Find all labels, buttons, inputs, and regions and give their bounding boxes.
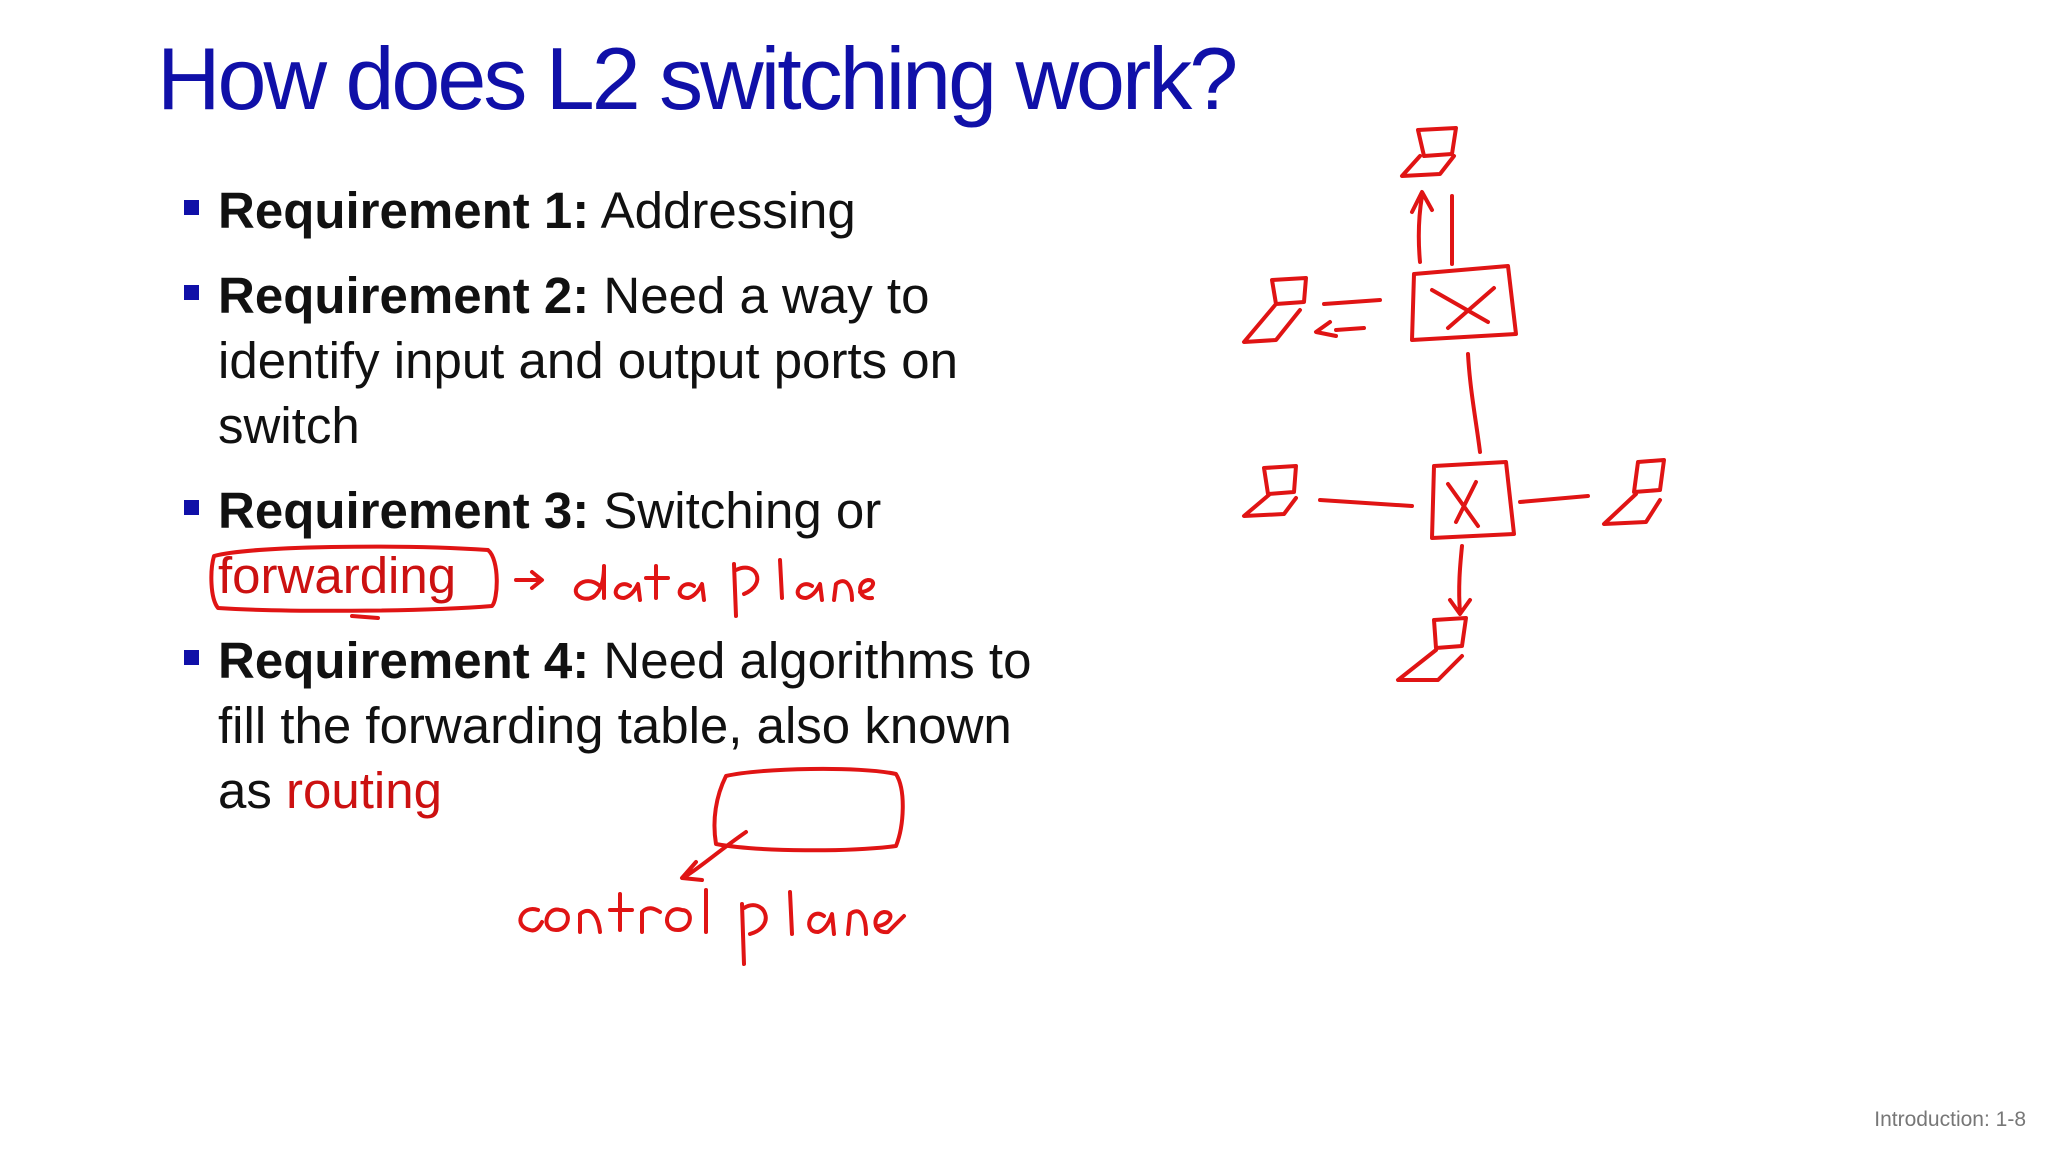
requirement-3: Requirement 3: Switching or forwarding [180,478,1040,608]
right-host [1602,458,1666,526]
top-switch [1410,264,1518,342]
requirement-1: Requirement 1: Addressing [180,178,1040,243]
requirement-text: Need a way to identify input and output … [218,267,959,454]
requirement-4: Requirement 4: Need algorithms to fill t… [180,628,1040,823]
left-host [1242,464,1298,518]
requirement-label: Requirement 4: [218,632,590,689]
top-host [1400,126,1458,178]
slide-footer: Introduction: 1-8 [1874,1108,2026,1131]
bullet-square-icon [184,650,199,665]
requirement-2: Requirement 2: Need a way to identify in… [180,263,1040,458]
requirement-label: Requirement 3: [218,482,590,539]
forwarding-highlight: forwarding [218,547,457,604]
bullet-square-icon [184,500,199,515]
requirement-label: Requirement 1: [218,182,590,239]
requirement-text: Need algorithms to fill the forwarding t… [218,632,1032,819]
routing-highlight: routing [286,762,442,819]
network-diagram [1242,126,1666,682]
bottom-switch [1430,460,1516,540]
requirement-text: Addressing [589,182,856,239]
left-top-host [1242,276,1308,344]
requirement-text: Switching or [589,482,882,539]
bottom-host [1396,616,1468,682]
control-plane-note [518,888,906,966]
slide-title: How does L2 switching work? [157,29,1238,128]
switch-link [1466,352,1482,454]
bullet-square-icon [184,200,199,215]
bullet-square-icon [184,285,199,300]
requirement-label: Requirement 2: [218,267,590,324]
requirements-list: Requirement 1: Addressing Requirement 2:… [180,178,1040,843]
